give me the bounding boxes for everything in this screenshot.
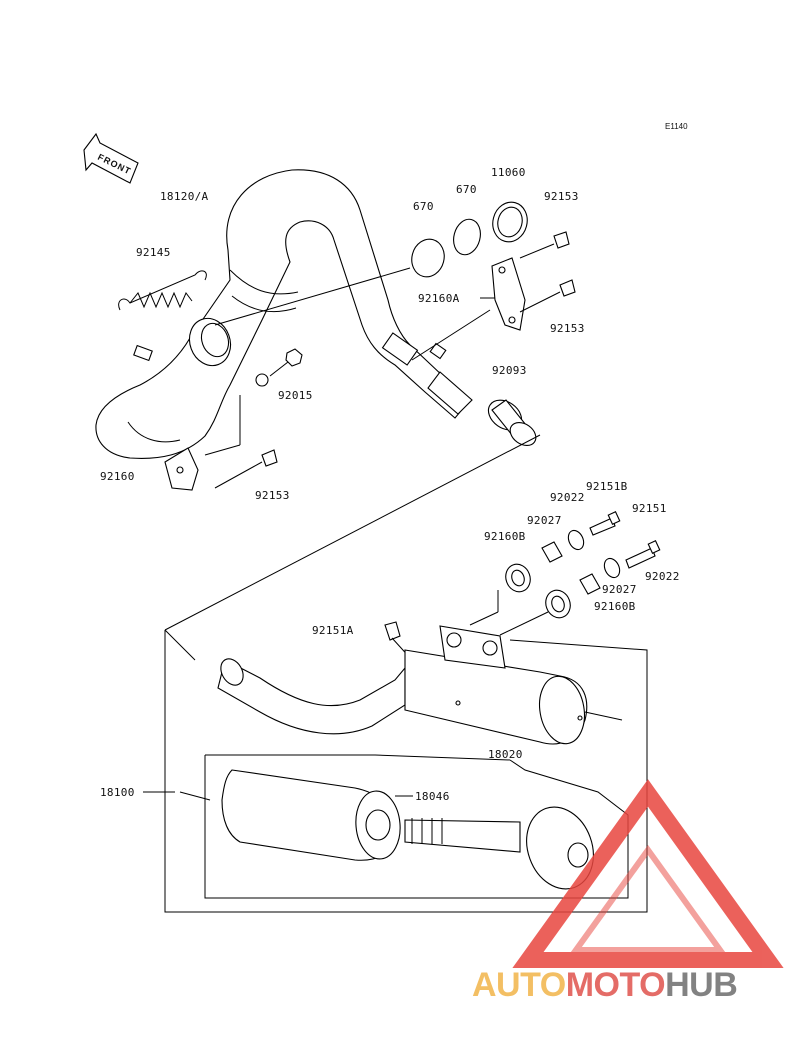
label-92153-a: 92153: [544, 190, 579, 203]
bolt-92151: [625, 540, 661, 569]
label-11060: 11060: [491, 166, 526, 179]
collar-92027-a: [541, 541, 563, 563]
label-92153-c: 92153: [255, 489, 290, 502]
collar-92027-b: [579, 573, 601, 595]
bracket-92160: [164, 447, 199, 491]
label-92145: 92145: [136, 246, 171, 259]
nut-92015: [255, 348, 303, 387]
label-18046: 18046: [415, 790, 450, 803]
watermark-logo-text: AUTOMOTOHUB: [472, 966, 737, 1004]
label-92027-b: 92027: [602, 583, 637, 596]
bolt-92153-b: [519, 279, 576, 313]
bolt-92153-c: [214, 449, 278, 489]
watermark-moto: MOTO: [566, 966, 665, 1004]
label-92151B: 92151B: [586, 480, 628, 493]
label-92160: 92160: [100, 470, 135, 483]
label-92160A: 92160A: [418, 292, 460, 305]
spring-drawing: [118, 270, 207, 311]
gasket-670-b: [453, 218, 481, 256]
bracket-92160A: [491, 257, 526, 331]
watermark-hub: HUB: [665, 966, 737, 1004]
label-92160B-b: 92160B: [594, 600, 636, 613]
grommet-92160B-b: [545, 589, 571, 619]
gasket-670-a: [411, 238, 445, 278]
reference-code: E1140: [665, 122, 688, 131]
label-670-b: 670: [456, 183, 477, 196]
label-92027-a: 92027: [527, 514, 562, 527]
automotohub-watermark: AUTOMOTOHUB: [472, 779, 784, 1004]
watermark-triangle-icon: [512, 779, 784, 968]
label-92093: 92093: [492, 364, 527, 377]
exhaust-pipe-drawing: [95, 169, 473, 459]
grommet-92160B-a: [505, 563, 531, 593]
silencer-drawing: [217, 625, 623, 745]
label-670-a: 670: [413, 200, 434, 213]
watermark-auto: AUTO: [472, 966, 566, 1004]
label-92151A: 92151A: [312, 624, 354, 637]
washer-92022-b: [603, 557, 621, 579]
label-92151: 92151: [632, 502, 667, 515]
label-18120A: 18120/A: [160, 190, 209, 203]
inner-silencer-drawing: [221, 769, 594, 890]
label-92015: 92015: [278, 389, 313, 402]
label-92153-b: 92153: [550, 322, 585, 335]
label-92160B-a: 92160B: [484, 530, 526, 543]
label-18100: 18100: [100, 786, 135, 799]
label-92022-a: 92022: [550, 491, 585, 504]
front-arrow-icon: FRONT: [83, 132, 139, 184]
bolt-92153-a: [519, 231, 570, 259]
bolt-92151B: [589, 511, 621, 536]
label-18020: 18020: [488, 748, 523, 761]
washer-92022-a: [567, 529, 585, 551]
grommet-92093: [487, 399, 537, 447]
silencer-outline-box: [164, 629, 648, 913]
label-92022-b: 92022: [645, 570, 680, 583]
